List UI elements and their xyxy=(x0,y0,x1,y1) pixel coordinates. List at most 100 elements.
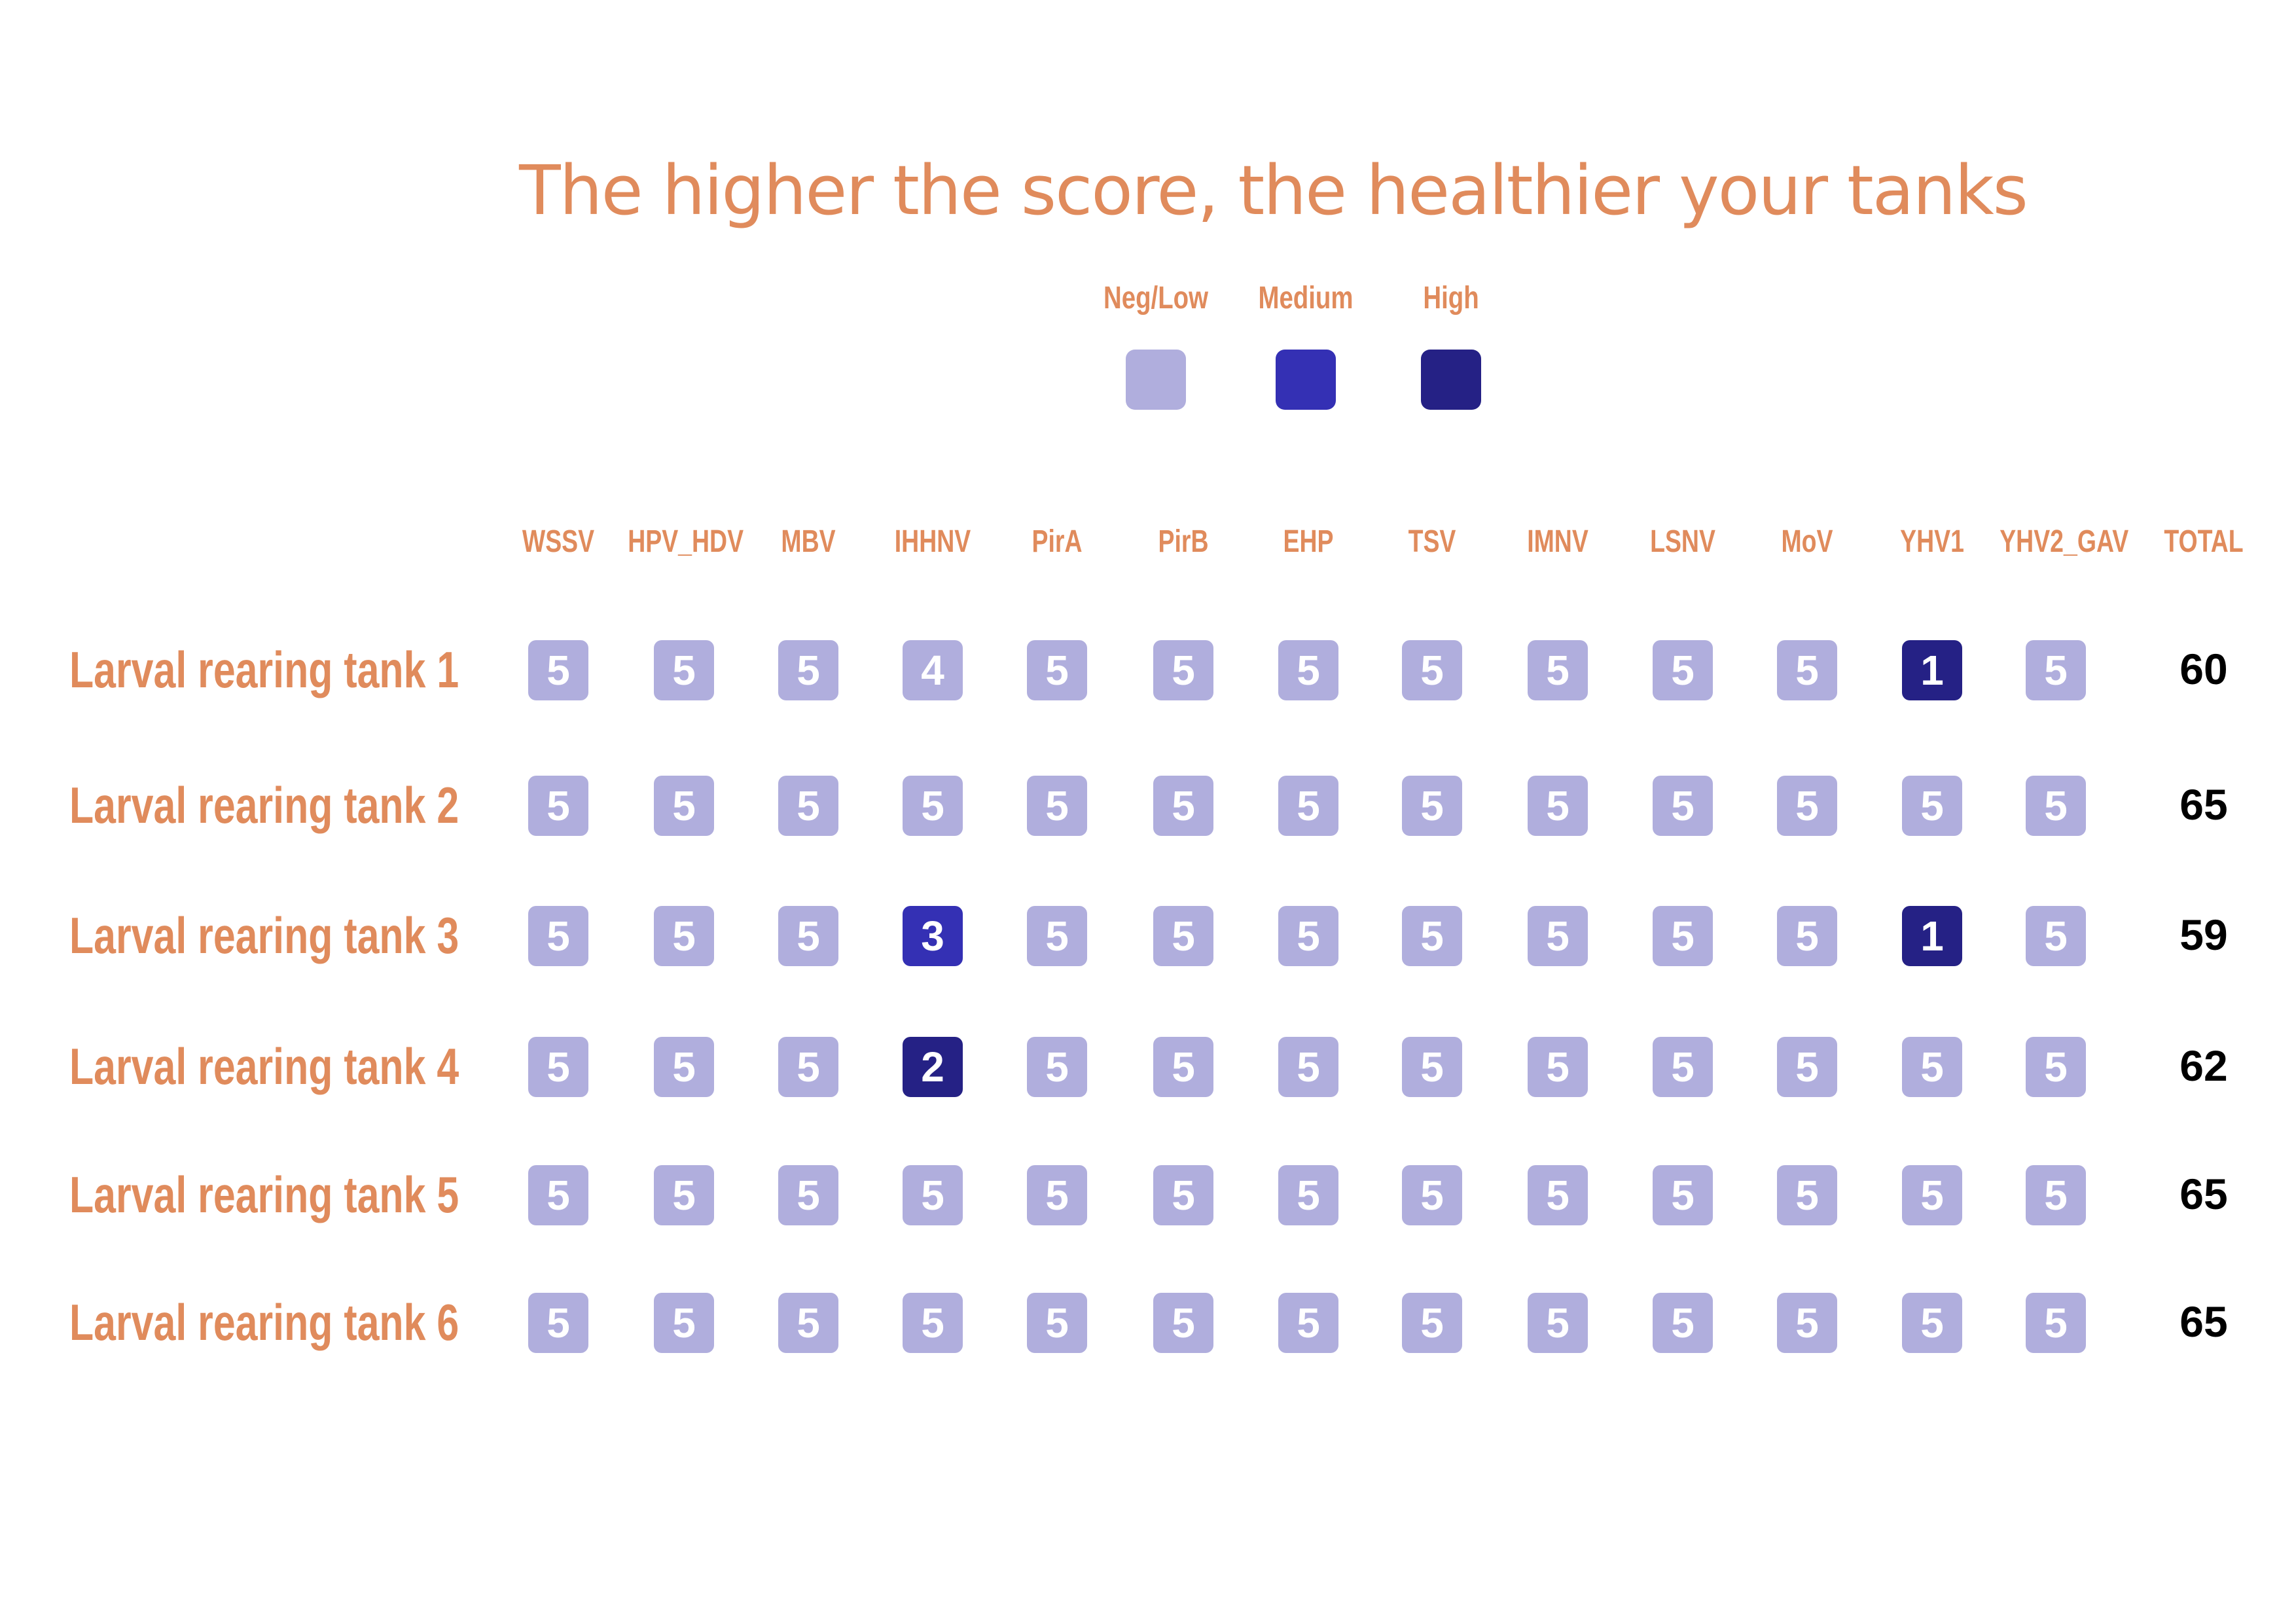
score-cell: 5 xyxy=(778,640,838,700)
score-cell: 5 xyxy=(1777,776,1837,836)
column-header: IHHNV xyxy=(894,524,971,559)
score-cell: 5 xyxy=(1902,1037,1962,1097)
score-cell: 5 xyxy=(1278,1037,1338,1097)
score-cell: 1 xyxy=(1902,640,1962,700)
score-cell: 4 xyxy=(903,640,963,700)
score-cell: 5 xyxy=(2026,640,2086,700)
score-cell: 5 xyxy=(1528,1165,1588,1225)
legend-label-2: High xyxy=(1423,281,1479,316)
legend-label-1: Medium xyxy=(1258,281,1354,316)
score-cell: 5 xyxy=(1777,1165,1837,1225)
row-label: Larval rearing tank 1 xyxy=(69,641,459,698)
score-cell: 5 xyxy=(1278,1165,1338,1225)
score-cell: 5 xyxy=(1402,640,1462,700)
row-total: 60 xyxy=(2179,645,2228,693)
score-cell: 5 xyxy=(1402,1293,1462,1353)
score-cell: 5 xyxy=(1027,1165,1087,1225)
row-total: 65 xyxy=(2179,1170,2228,1218)
row-label: Larval rearing tank 5 xyxy=(69,1166,459,1223)
score-cell: 5 xyxy=(778,776,838,836)
score-cell: 5 xyxy=(1902,776,1962,836)
score-cell: 5 xyxy=(1528,640,1588,700)
score-cell: 5 xyxy=(654,906,714,966)
column-header: MBV xyxy=(781,524,836,559)
score-cell: 5 xyxy=(778,1037,838,1097)
legend-label-0: Neg/Low xyxy=(1103,281,1208,316)
score-cell: 5 xyxy=(903,1165,963,1225)
row-total: 65 xyxy=(2179,780,2228,829)
score-cell: 5 xyxy=(2026,776,2086,836)
score-cell: 5 xyxy=(1278,906,1338,966)
score-cell: 5 xyxy=(654,640,714,700)
score-cell: 1 xyxy=(1902,906,1962,966)
score-cell: 5 xyxy=(654,1037,714,1097)
score-cell: 5 xyxy=(654,776,714,836)
score-cell: 5 xyxy=(1653,906,1713,966)
score-cell: 5 xyxy=(1153,640,1213,700)
row-label: Larval rearing tank 2 xyxy=(69,776,459,834)
score-cell: 5 xyxy=(903,776,963,836)
score-cell: 5 xyxy=(1402,1165,1462,1225)
score-cell: 5 xyxy=(1653,1293,1713,1353)
score-cell: 5 xyxy=(1027,906,1087,966)
score-cell: 5 xyxy=(1653,640,1713,700)
score-cell: 5 xyxy=(528,1165,588,1225)
score-cell: 5 xyxy=(1027,776,1087,836)
score-cell: 5 xyxy=(1777,1293,1837,1353)
legend-swatch-0 xyxy=(1126,350,1186,410)
score-cell: 3 xyxy=(903,906,963,966)
score-cell: 5 xyxy=(2026,1165,2086,1225)
score-cell: 5 xyxy=(1528,1293,1588,1353)
chart-title: The higher the score, the healthier your… xyxy=(519,151,2028,230)
column-header: MoV xyxy=(1781,524,1833,559)
score-cell: 5 xyxy=(1153,906,1213,966)
column-header: PirB xyxy=(1158,524,1209,559)
score-cell: 5 xyxy=(1278,1293,1338,1353)
legend-swatch-1 xyxy=(1276,350,1336,410)
score-cell: 5 xyxy=(1777,1037,1837,1097)
row-total: 59 xyxy=(2179,911,2228,959)
row-label: Larval rearing tank 6 xyxy=(69,1293,459,1351)
score-cell: 5 xyxy=(2026,906,2086,966)
score-cell: 5 xyxy=(778,906,838,966)
score-cell: 5 xyxy=(1402,1037,1462,1097)
score-cell: 5 xyxy=(1653,1037,1713,1097)
score-cell: 5 xyxy=(528,776,588,836)
score-cell: 2 xyxy=(903,1037,963,1097)
score-cell: 5 xyxy=(1027,1037,1087,1097)
score-cell: 5 xyxy=(1153,1293,1213,1353)
column-header: EHP xyxy=(1283,524,1334,559)
row-label: Larval rearing tank 4 xyxy=(69,1038,459,1095)
row-total: 65 xyxy=(2179,1297,2228,1346)
score-cell: 5 xyxy=(1278,776,1338,836)
score-cell: 5 xyxy=(1902,1293,1962,1353)
column-header: TSV xyxy=(1408,524,1456,559)
score-cell: 5 xyxy=(778,1293,838,1353)
score-cell: 5 xyxy=(1027,1293,1087,1353)
score-cell: 5 xyxy=(528,1293,588,1353)
score-cell: 5 xyxy=(778,1165,838,1225)
row-total: 62 xyxy=(2179,1041,2228,1090)
column-header: PirA xyxy=(1031,524,1083,559)
score-cell: 5 xyxy=(1153,1165,1213,1225)
score-cell: 5 xyxy=(1153,776,1213,836)
score-cell: 5 xyxy=(1402,906,1462,966)
score-cell: 5 xyxy=(1653,776,1713,836)
score-cell: 5 xyxy=(654,1293,714,1353)
row-label: Larval rearing tank 3 xyxy=(69,907,459,964)
score-cell: 5 xyxy=(1402,776,1462,836)
score-cell: 5 xyxy=(2026,1037,2086,1097)
score-cell: 5 xyxy=(654,1165,714,1225)
score-cell: 5 xyxy=(1528,1037,1588,1097)
column-header: IMNV xyxy=(1527,524,1588,559)
score-cell: 5 xyxy=(1653,1165,1713,1225)
column-header: TOTAL xyxy=(2164,524,2244,559)
column-header: YHV2_GAV xyxy=(2000,524,2129,559)
score-cell: 5 xyxy=(2026,1293,2086,1353)
column-header: LSNV xyxy=(1650,524,1715,559)
score-cell: 5 xyxy=(1777,640,1837,700)
score-cell: 5 xyxy=(1902,1165,1962,1225)
score-cell: 5 xyxy=(1777,906,1837,966)
score-cell: 5 xyxy=(1027,640,1087,700)
score-cell: 5 xyxy=(1153,1037,1213,1097)
